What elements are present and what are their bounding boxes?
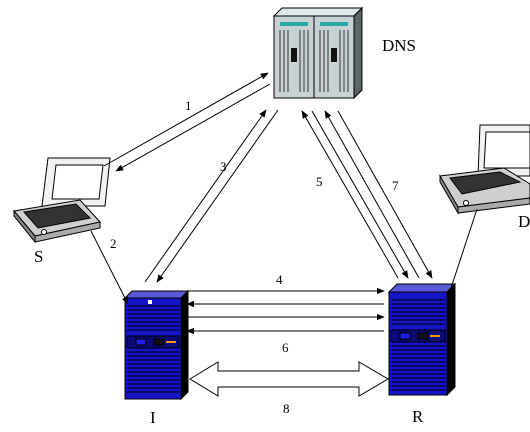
- laptop-d-icon: [439, 124, 530, 215]
- d-label: D: [518, 212, 530, 231]
- dns-label: DNS: [382, 36, 416, 55]
- laptop-s-icon: [13, 157, 111, 244]
- edge-6: [186, 313, 385, 335]
- edge-label-7: 7: [392, 178, 399, 193]
- r-label: R: [412, 407, 424, 426]
- edge-label-5: 5: [316, 174, 323, 189]
- edge-8: [189, 361, 389, 397]
- edge-r-d: [449, 208, 478, 292]
- edge-label-1: 1: [185, 98, 192, 113]
- i-label: I: [150, 408, 156, 427]
- edge-7: [324, 110, 433, 279]
- dns-server-icon: [272, 6, 364, 100]
- edge-4: [186, 287, 385, 308]
- s-label: S: [34, 247, 43, 266]
- edge-label-3: 3: [220, 159, 227, 174]
- edge-label-6: 6: [282, 340, 289, 355]
- edge-2: [90, 230, 129, 305]
- edge-label-2: 2: [110, 236, 117, 251]
- server-i-icon: [123, 289, 190, 401]
- server-r-icon: [387, 282, 457, 397]
- edge-label-8: 8: [283, 401, 290, 416]
- edge-5: [301, 110, 409, 279]
- edge-label-4: 4: [276, 272, 283, 287]
- edge-1: [103, 72, 271, 172]
- edge-3: [144, 109, 279, 283]
